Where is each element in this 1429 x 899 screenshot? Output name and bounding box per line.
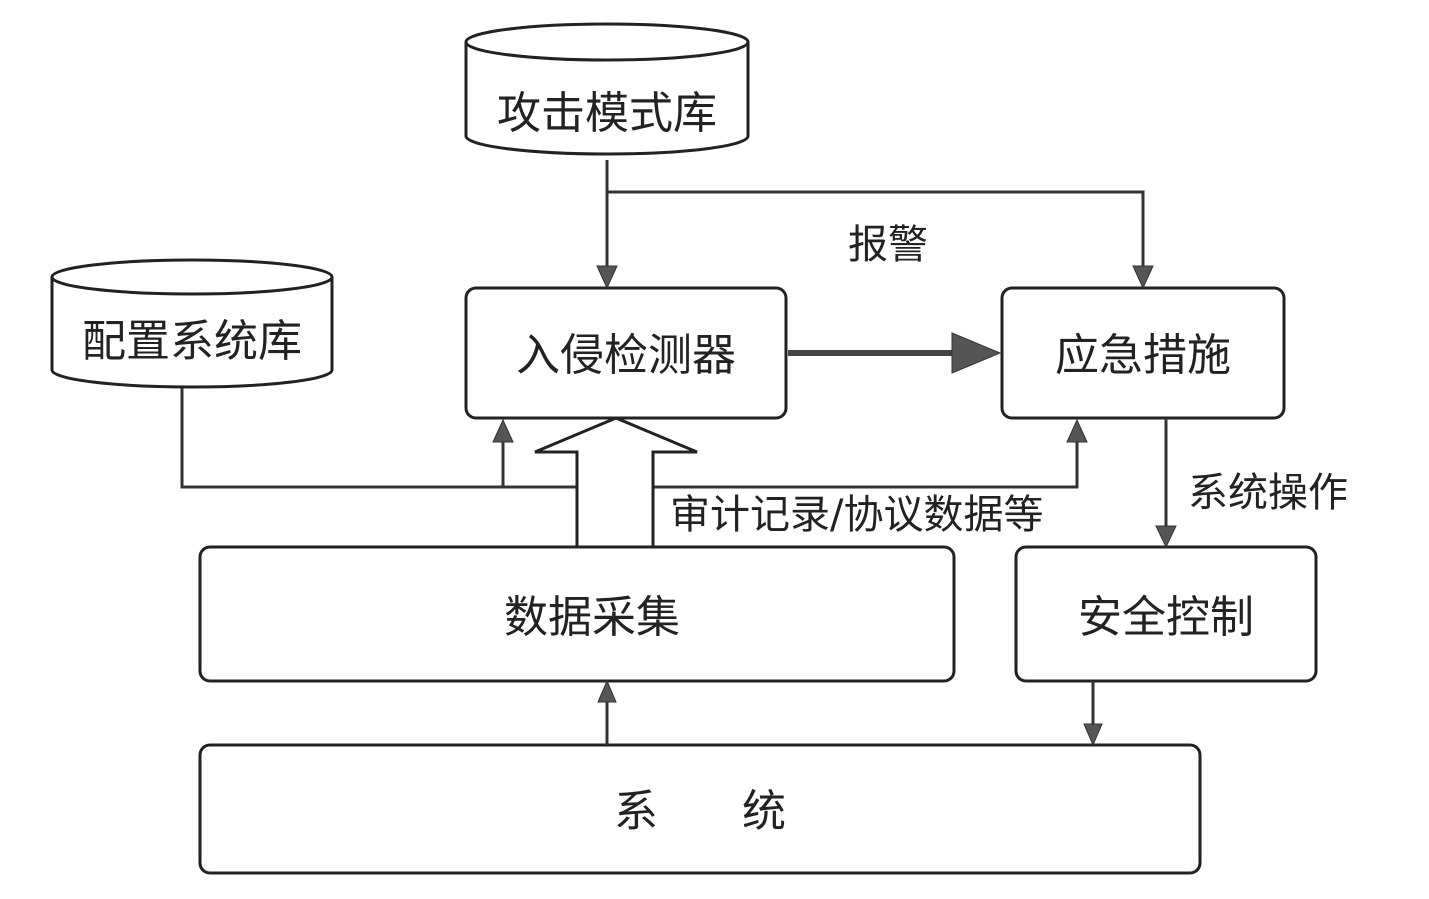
security-control-node: 安全控制 [1014,545,1318,683]
config-system-database: 配置系统库 [50,258,334,389]
system-label: 系 统 [614,786,786,837]
edge-response-to-secctrl: 系统操作 [1155,418,1348,549]
intrusion-detector-node: 入侵检测器 [464,286,788,420]
attack-pattern-database: 攻击模式库 [464,22,750,156]
edge-datacollect-to-ids: 审计记录/协议数据等 [534,416,1043,549]
data-collection-node: 数据采集 [198,545,956,683]
alarm-label: 报警 [848,222,928,268]
security-ctrl-label: 安全控制 [1078,592,1254,643]
attack-db-label: 攻击模式库 [497,88,717,139]
edge-secctrl-to-system [1083,681,1103,747]
sys-ops-label: 系统操作 [1188,470,1348,516]
edge-ids-to-response [788,332,1002,374]
edge-attackdb-to-ids [596,160,618,290]
config-db-label: 配置系统库 [82,316,302,367]
response-label: 应急措施 [1055,330,1231,381]
edge-system-to-datacollect [597,679,617,745]
edge-alarm-to-response: 报警 [607,190,1154,290]
system-node: 系 统 [198,743,1202,875]
ids-label: 入侵检测器 [516,330,736,381]
data-collect-label: 数据采集 [504,592,680,643]
audit-data-label: 审计记录/协议数据等 [670,492,1043,538]
emergency-response-node: 应急措施 [1000,286,1286,420]
